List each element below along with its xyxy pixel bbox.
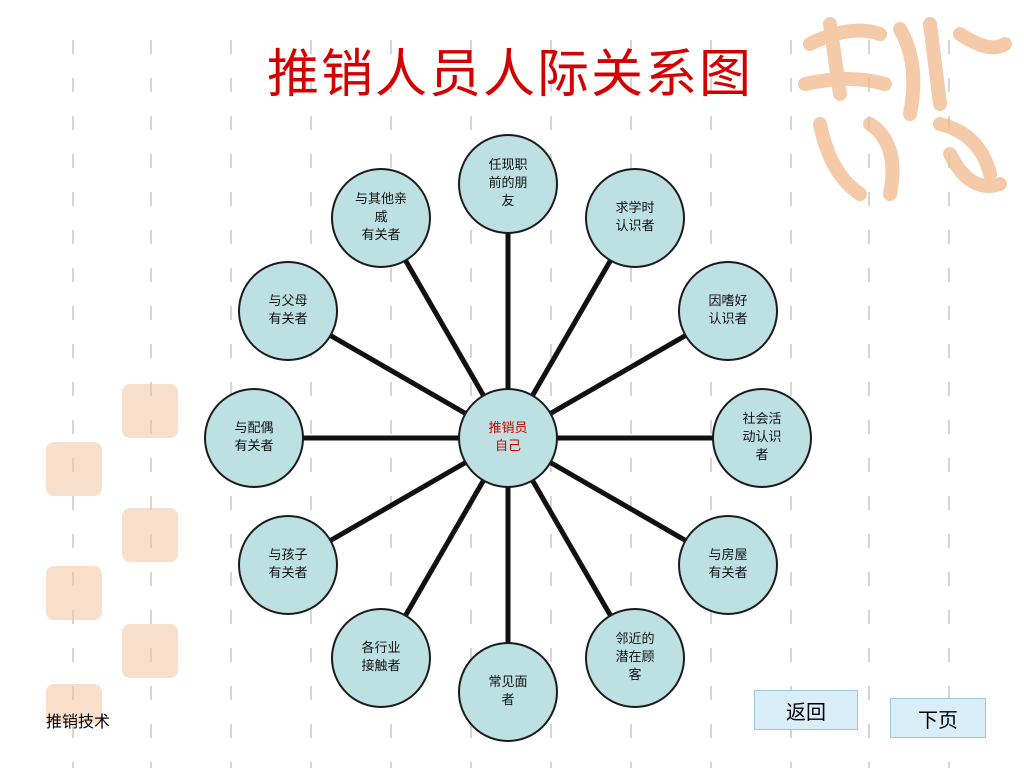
seal-decoration-4 (46, 566, 102, 620)
node-frequently-met: 常见面 者 (458, 642, 558, 742)
node-former-job-friends: 任现职 前的朋 友 (458, 134, 558, 234)
footer-course-label: 推销技术 (46, 712, 111, 731)
back-button-label: 返回 (786, 699, 826, 724)
node-spouse: 与配偶 有关者 (204, 388, 304, 488)
seal-decoration-1 (122, 384, 178, 438)
logo-seal-large (798, 17, 1012, 201)
node-center-self: 推销员 自己 (458, 388, 558, 488)
node-industry-contacts: 各行业 接触者 (331, 607, 431, 708)
next-page-button-label: 下页 (918, 707, 958, 732)
page-title: 推销人员人际关系图 (266, 45, 753, 105)
node-other-relatives: 与其他亲 戚 有关者 (331, 168, 431, 269)
node-schoolmates: 求学时 认识者 (585, 168, 685, 269)
seal-decoration-5 (122, 624, 178, 678)
node-hobby: 因嗜好 认识者 (677, 261, 778, 361)
seal-decoration-2 (46, 442, 102, 496)
back-button[interactable]: 返回 (754, 690, 858, 730)
seal-decoration-6 (46, 684, 102, 724)
next-page-button[interactable]: 下页 (890, 698, 986, 738)
node-social-activity: 社会活 动认识 者 (712, 388, 812, 488)
node-neighbors: 邻近的 潜在顾 客 (585, 607, 685, 708)
seal-decoration-3 (122, 508, 178, 562)
node-children: 与孩子 有关者 (238, 515, 339, 615)
node-parents: 与父母 有关者 (238, 261, 339, 361)
node-housing: 与房屋 有关者 (677, 515, 778, 615)
